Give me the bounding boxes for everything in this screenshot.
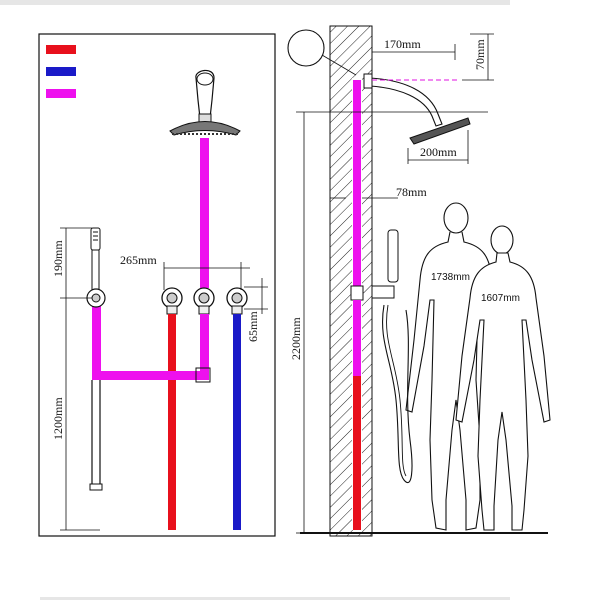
mixed-riser-pipe xyxy=(200,138,209,288)
dim-valve-drop: 65mm xyxy=(246,311,260,342)
valve-mixer xyxy=(193,287,215,315)
side-mixed-lower xyxy=(353,300,361,376)
front-dimension-lines xyxy=(60,227,268,531)
bottom-border-strip xyxy=(40,597,510,600)
person-short xyxy=(455,225,551,531)
side-hot-supply xyxy=(353,376,361,530)
side-valve-trim xyxy=(371,285,395,299)
front-view-frame xyxy=(38,33,276,537)
dim-mount-height: 1200mm xyxy=(51,397,65,440)
legend-cold-swatch xyxy=(46,67,76,76)
legend-hot-swatch xyxy=(46,45,76,54)
hot-supply-pipe xyxy=(168,314,176,530)
wall-section xyxy=(329,25,373,537)
dim-head-diameter: 200mm xyxy=(420,145,457,159)
top-border-strip xyxy=(0,0,510,5)
valve-cold xyxy=(226,287,248,315)
dim-hand-shower-height: 190mm xyxy=(51,240,65,277)
rain-shower-head-front xyxy=(169,69,241,136)
front-view: 190mm 265mm 65mm 1200mm xyxy=(38,33,276,537)
dim-total-height: 2200mm xyxy=(289,317,303,360)
dim-valve-depth: 78mm xyxy=(396,185,427,199)
mixed-crossover-pipe xyxy=(100,371,209,380)
arm-flange xyxy=(363,73,373,89)
mixed-handshower-riser xyxy=(92,305,101,380)
pipe-legend xyxy=(46,45,76,98)
person-short-height: 1607mm xyxy=(481,293,520,304)
side-view: 170mm 70mm 200mm 78mm 2200mm 1738mm 1607… xyxy=(287,25,551,537)
dim-valve-spacing: 265mm xyxy=(120,253,157,267)
rain-shower-head-side xyxy=(287,29,471,145)
dim-arm-reach: 170mm xyxy=(384,37,421,51)
side-mixed-riser xyxy=(353,80,361,290)
hand-shower-side xyxy=(381,229,413,483)
dim-arm-rise: 70mm xyxy=(473,39,487,70)
side-dimension-lines xyxy=(296,33,494,534)
valve-hot xyxy=(161,287,183,315)
person-tall-height: 1738mm xyxy=(431,272,470,283)
side-valve-body xyxy=(350,285,364,301)
mixed-outlet-pipe xyxy=(200,314,209,378)
valve-group xyxy=(161,287,248,315)
pipe-elbow xyxy=(195,367,211,383)
legend-mixed-swatch xyxy=(46,89,76,98)
hand-shower-front xyxy=(86,227,106,491)
cold-supply-pipe xyxy=(233,314,241,530)
